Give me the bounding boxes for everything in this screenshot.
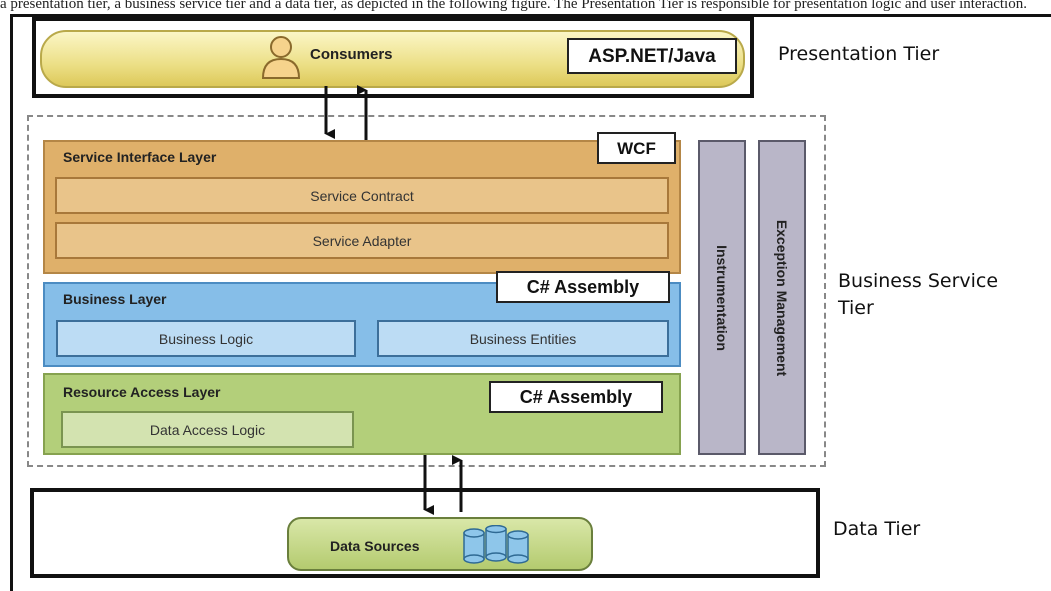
caption-text: a presentation tier, a business service … <box>0 0 1027 12</box>
service-interface-layer-title: Service Interface Layer <box>63 149 217 165</box>
business-layer-title: Business Layer <box>63 291 167 307</box>
data-access-logic-box: Data Access Logic <box>61 411 354 448</box>
exception-management-column: Exception Management <box>758 140 806 455</box>
database-icon <box>463 525 529 564</box>
outer-frame <box>10 14 1051 591</box>
service-adapter-label: Service Adapter <box>312 232 412 249</box>
data-sources-label: Data Sources <box>330 538 420 554</box>
presentation-tier-label: Presentation Tier <box>778 43 940 65</box>
resource-access-tech-label: C# Assembly <box>489 381 663 413</box>
business-layer-tech-label: C# Assembly <box>496 271 670 303</box>
data-sources-pill <box>287 517 593 571</box>
data-access-logic-label: Data Access Logic <box>149 421 266 438</box>
service-contract-box: Service Contract <box>55 177 669 214</box>
business-logic-box: Business Logic <box>56 320 356 357</box>
consumers-label: Consumers <box>310 46 393 63</box>
user-icon <box>261 36 301 79</box>
wcf-label: WCF <box>597 132 676 164</box>
business-tier-label-line1: Business Service <box>838 270 999 292</box>
business-entities-box: Business Entities <box>377 320 669 357</box>
service-contract-label: Service Contract <box>310 187 414 204</box>
presentation-tech-label: ASP.NET/Java <box>567 38 737 74</box>
business-entities-label: Business Entities <box>469 330 577 347</box>
instrumentation-column: Instrumentation <box>698 140 746 455</box>
presentation-tier-box <box>32 17 754 98</box>
service-adapter-box: Service Adapter <box>55 222 669 259</box>
resource-access-layer-title: Resource Access Layer <box>63 384 221 400</box>
data-tier-label: Data Tier <box>833 518 921 540</box>
business-tier-label-line2: Tier <box>838 297 874 319</box>
business-logic-label: Business Logic <box>158 330 254 347</box>
